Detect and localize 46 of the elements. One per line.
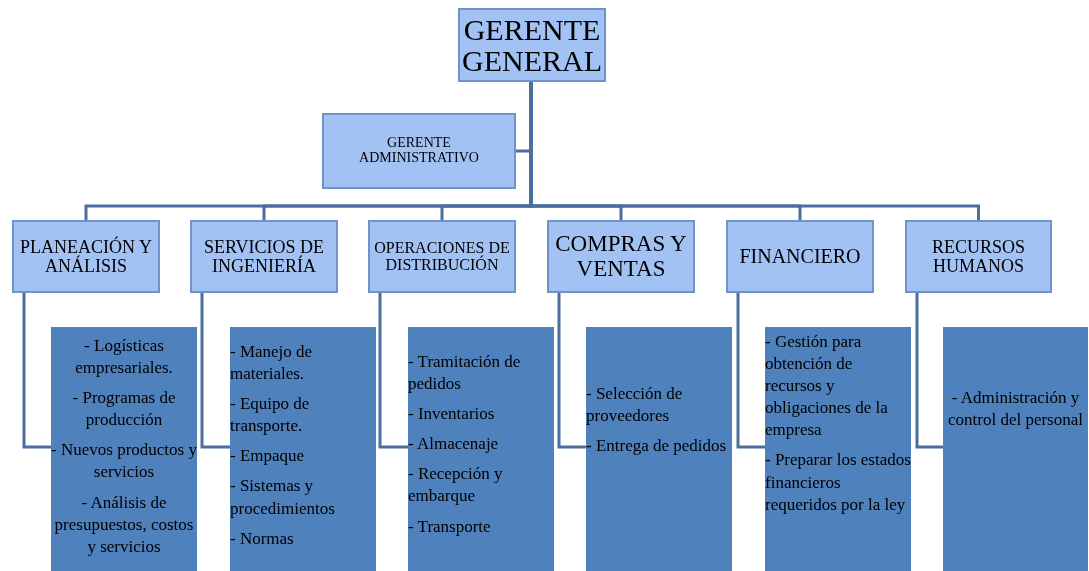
connector-line: [200, 293, 230, 449]
org-box: [368, 220, 516, 293]
duties-box: [765, 327, 911, 571]
duties-box: [51, 327, 197, 571]
connector-line: [22, 293, 51, 449]
org-box: [322, 113, 516, 189]
duty-item: - Gestión para obtención de recursos y obligaciones de la empresa: [765, 331, 889, 442]
org-box: [547, 220, 695, 293]
duty-item: - Preparar los estados financieros requeridos por la ley: [765, 449, 911, 516]
duty-item: - Selección de proveedores: [586, 383, 684, 428]
duty-item: - Inventarios: [408, 403, 496, 426]
duties-box: [586, 327, 732, 571]
unit-title: COMPRAS Y VENTAS: [554, 232, 688, 281]
duty-item: - Nuevos productos y servicios: [51, 439, 197, 484]
org-box: [905, 220, 1052, 293]
unit-title: GERENTE GENERAL: [462, 13, 602, 77]
duty-item: - Entrega de pedidos: [586, 435, 728, 458]
unit-title: FINANCIERO: [739, 246, 861, 267]
duty-item: - Normas: [230, 527, 295, 550]
duty-item: - Recepción y embarque: [408, 463, 504, 508]
connector-line: [915, 293, 943, 449]
connector-line: [378, 293, 408, 449]
unit-title: RECURSOS HUMANOS: [930, 237, 1026, 276]
unit-title: OPERACIONES DE DISTRIBUCIÓN: [374, 239, 510, 274]
duty-item: - Administración y control del personal: [947, 387, 1084, 432]
org-box: [726, 220, 874, 293]
duty-item: - Análisis de presupuestos, costos y servicios: [53, 491, 195, 558]
unit-title: PLANEACIÓN Y ANÁLISIS: [19, 237, 153, 276]
org-box: [190, 220, 338, 293]
unit-title: GERENTE ADMINISTRATIVO: [358, 136, 480, 166]
duties-box: [230, 327, 376, 571]
duties-box: [943, 327, 1088, 571]
duty-item: - Sistemas y procedimientos: [230, 475, 336, 520]
connector-line: [557, 293, 586, 449]
duty-item: - Tramitación de pedidos: [408, 351, 522, 396]
duty-item: - Programas de producción: [71, 387, 177, 432]
unit-title: SERVICIOS DE INGENIERÍA: [202, 237, 326, 276]
org-box: [12, 220, 160, 293]
duty-item: - Manejo de materiales.: [230, 341, 314, 386]
duty-item: - Transporte: [408, 515, 492, 538]
duty-item: - Almacenaje: [408, 433, 500, 456]
duties-box: [408, 327, 554, 571]
connector-line: [736, 293, 765, 449]
duty-item: - Equipo de transporte.: [230, 393, 311, 438]
duty-item: - Empaque: [230, 445, 306, 468]
duty-item: - Logísticas empresariales.: [74, 335, 174, 380]
